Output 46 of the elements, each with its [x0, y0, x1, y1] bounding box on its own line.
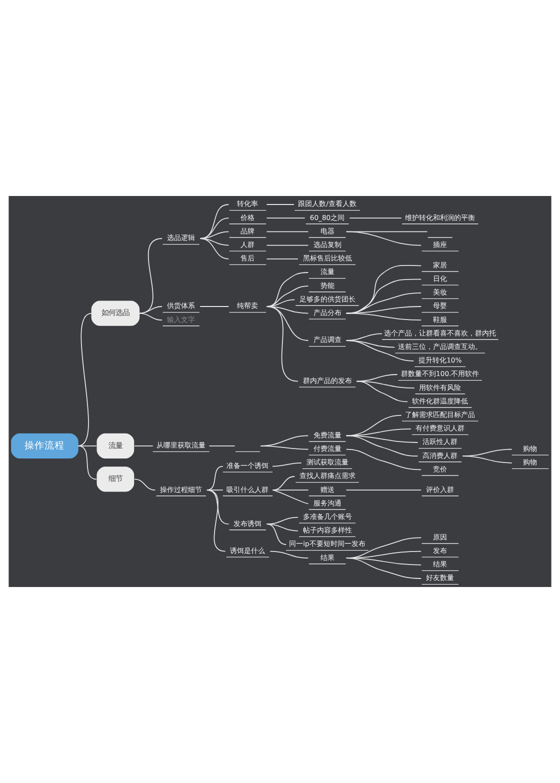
connector [356, 380, 408, 402]
connector [462, 448, 512, 457]
connector [462, 456, 512, 464]
connector [346, 490, 422, 491]
connector [272, 490, 309, 491]
connector [356, 374, 398, 382]
connector [134, 445, 154, 446]
connector [346, 558, 422, 579]
connector [78, 312, 92, 446]
connector [206, 466, 224, 491]
connector [272, 490, 309, 504]
connector [346, 448, 422, 470]
connector [346, 435, 418, 457]
connector [138, 238, 162, 314]
node-box: 操作流程 [11, 433, 78, 458]
connector [346, 312, 422, 321]
connector [346, 231, 422, 246]
connector [134, 478, 156, 491]
connector [272, 462, 302, 467]
node-underline [428, 237, 453, 238]
connector [266, 306, 298, 382]
connector [270, 550, 309, 559]
connector [138, 306, 162, 314]
connector [206, 490, 224, 491]
connector [266, 204, 294, 205]
connector [266, 258, 298, 260]
connector [138, 312, 162, 321]
connector [206, 490, 230, 525]
connector [266, 218, 306, 219]
connector [200, 238, 230, 246]
connector [346, 340, 414, 362]
connector [208, 445, 236, 446]
connector [346, 428, 412, 436]
node-underline [235, 451, 260, 452]
connector [206, 490, 226, 552]
connector [200, 238, 230, 260]
connector [266, 244, 309, 246]
connector [266, 524, 298, 532]
connector [266, 516, 298, 525]
connector [260, 445, 309, 450]
connector [78, 445, 97, 480]
connector [349, 218, 402, 219]
connector [200, 306, 230, 307]
connector [266, 524, 287, 545]
connector [78, 445, 97, 446]
connector [266, 231, 309, 232]
